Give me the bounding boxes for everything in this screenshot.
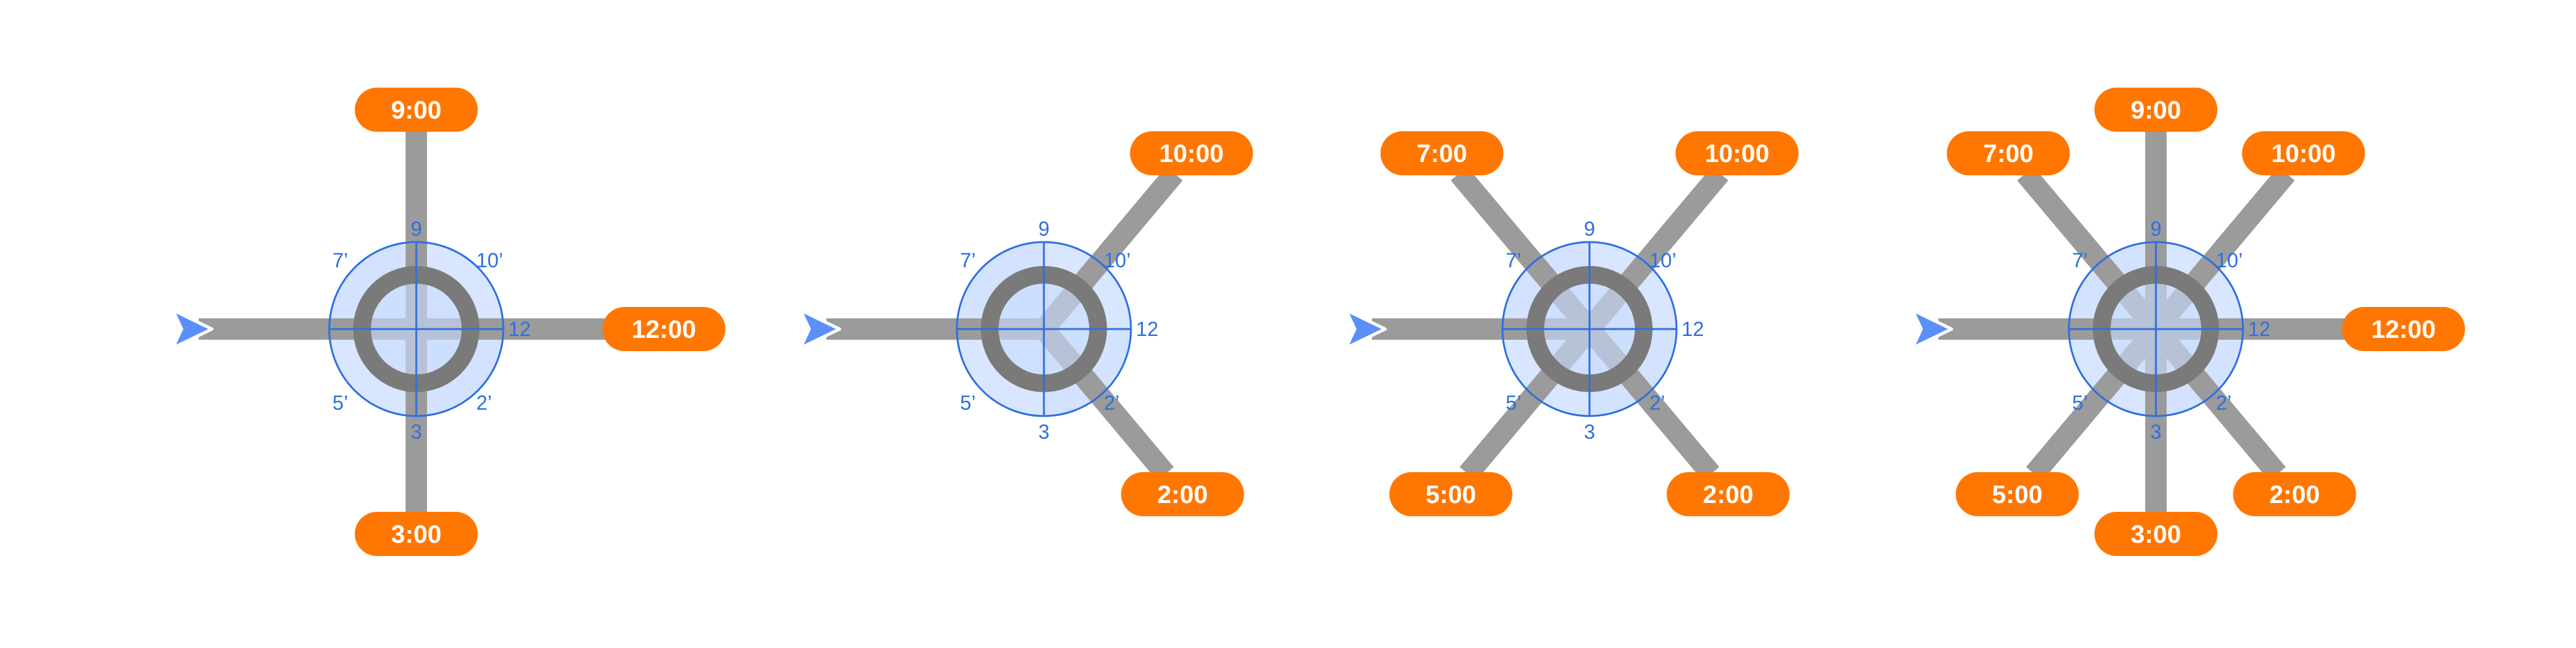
exit-pill-label: 5:00	[1992, 481, 2042, 509]
exit-pill-label: 5:00	[1426, 481, 1476, 509]
exit-label-3: 3:00	[354, 512, 478, 556]
dial-label: 3	[2150, 420, 2162, 443]
direction-arrow-icon	[799, 308, 841, 350]
dial-label: 12	[2248, 318, 2271, 340]
exit-label-5: 5:00	[1389, 472, 1513, 516]
exit-pill	[1947, 131, 2070, 176]
roundabout-diagram-1: 9 12 3 7’ 10’ 5’ 2’ 9:00 12:00 3:00	[171, 88, 725, 556]
exit-pill-label: 2:00	[2269, 481, 2320, 509]
exit-label-10: 10:00	[1675, 131, 1799, 176]
exit-label-9: 9:00	[354, 88, 478, 132]
exit-pill-label: 7:00	[1417, 140, 1467, 168]
direction-arrow-icon	[1911, 308, 1953, 350]
exit-pill	[354, 512, 478, 556]
dial-label: 3	[1038, 420, 1050, 443]
exit-pill	[2233, 472, 2356, 516]
roundabout-diagram-3: 9 12 3 7’ 10’ 5’ 2’ 7:00 10:00 5:00 2:00	[1344, 131, 1799, 516]
exit-label-3: 3:00	[2094, 512, 2218, 556]
exit-pill	[1380, 131, 1504, 176]
exit-label-9: 9:00	[2094, 88, 2218, 132]
dial-label: 3	[411, 420, 422, 443]
exit-pill	[354, 88, 478, 132]
dial-label: 7’	[332, 249, 348, 272]
dial-label: 7’	[2072, 249, 2088, 272]
exit-label-2: 2:00	[2233, 472, 2356, 516]
dial-label: 10’	[1104, 249, 1131, 272]
exit-pill-label: 9:00	[2131, 96, 2181, 124]
exit-pill-label: 7:00	[1983, 140, 2034, 168]
dial-label: 9	[1038, 217, 1050, 240]
dial-label: 9	[2150, 217, 2162, 240]
dial-label: 5’	[1506, 391, 1521, 414]
exit-pill	[1121, 472, 1244, 516]
dial-label: 7’	[1506, 249, 1521, 272]
exit-pill-label: 10:00	[1159, 140, 1224, 168]
exit-pill	[2094, 512, 2218, 556]
exit-pill	[2242, 131, 2365, 176]
exit-label-10: 10:00	[1130, 131, 1253, 176]
dial-label: 5’	[960, 391, 976, 414]
exit-pill-label: 3:00	[391, 521, 442, 548]
dial-label: 2’	[476, 391, 492, 414]
exit-label-12: 12:00	[2342, 307, 2465, 351]
exit-pill-label: 10:00	[2271, 140, 2336, 168]
exit-pill-label: 12:00	[2371, 316, 2435, 344]
dial-label: 12	[1136, 318, 1159, 340]
exit-label-7: 7:00	[1380, 131, 1504, 176]
direction-arrow-icon	[171, 308, 214, 350]
dial-label: 12	[1682, 318, 1704, 340]
dial-label: 3	[1584, 420, 1595, 443]
roundabout-diagram-4: 9 12 3 7’ 10’ 5’ 2’ 7:00 9:00 10:00 12:00 5:00 3:00 2…	[1911, 88, 2465, 556]
dial-label: 2’	[2216, 391, 2232, 414]
exit-pill-label: 2:00	[1157, 481, 1208, 509]
exit-pill	[1955, 472, 2079, 516]
exit-label-12: 12:00	[602, 307, 725, 351]
dial-label: 12	[508, 318, 531, 340]
exit-pill	[1389, 472, 1513, 516]
dial-label: 5’	[2072, 391, 2088, 414]
exit-pill	[1666, 472, 1790, 516]
exit-pill-label: 12:00	[631, 316, 696, 344]
exit-pill	[2094, 88, 2218, 132]
dial-label: 9	[1584, 217, 1595, 240]
exit-pill-label: 3:00	[2131, 521, 2181, 548]
dial-label: 10’	[2216, 249, 2243, 272]
exit-label-7: 7:00	[1947, 131, 2070, 176]
exit-label-10: 10:00	[2242, 131, 2365, 176]
direction-arrow-icon	[1344, 308, 1387, 350]
exit-pill-label: 2:00	[1703, 481, 1753, 509]
exit-pill	[2342, 307, 2465, 351]
dial-label: 7’	[960, 249, 976, 272]
dial-label: 10’	[476, 249, 503, 272]
exit-pill-label: 9:00	[391, 96, 442, 124]
exit-pill	[1130, 131, 1253, 176]
exit-label-2: 2:00	[1666, 472, 1790, 516]
exit-label-2: 2:00	[1121, 472, 1244, 516]
dial-label: 10’	[1649, 249, 1677, 272]
exit-pill	[602, 307, 725, 351]
dial-label: 5’	[332, 391, 348, 414]
dial-label: 2’	[1649, 391, 1665, 414]
exit-pill	[1675, 131, 1799, 176]
dial-label: 9	[411, 217, 422, 240]
dial-label: 2’	[1104, 391, 1120, 414]
exit-pill-label: 10:00	[1705, 140, 1769, 168]
roundabout-diagram-2: 9 12 3 7’ 10’ 5’ 2’ 10:00 2:00	[799, 131, 1253, 516]
exit-label-5: 5:00	[1955, 472, 2079, 516]
